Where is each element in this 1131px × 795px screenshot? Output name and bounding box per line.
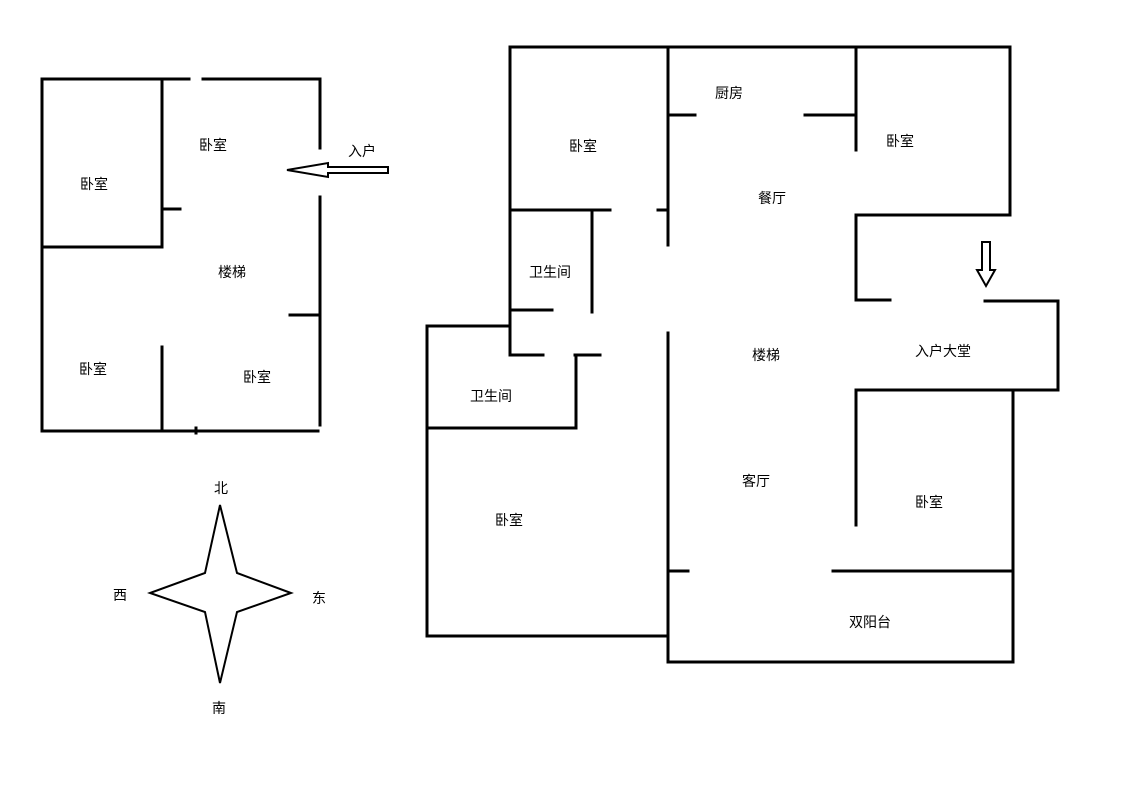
compass-south-label: 南: [212, 701, 226, 717]
compass-east-label: 东: [312, 591, 326, 607]
compass-star-icon: [147, 504, 294, 684]
room-label: 卫生间: [529, 265, 571, 281]
right-plan-walls: [425, 45, 1060, 664]
entrance-arrow-down-icon: [975, 241, 997, 289]
entrance-arrow-left-icon: [286, 161, 389, 179]
room-label: 厨房: [715, 86, 743, 102]
room-label: 卫生间: [470, 389, 512, 405]
left-plan-walls: [40, 77, 322, 435]
room-label: 卧室: [886, 134, 914, 150]
room-label: 客厅: [742, 474, 770, 490]
room-label: 楼梯: [218, 265, 246, 281]
compass-west-label: 西: [113, 588, 127, 604]
room-label: 卧室: [243, 370, 271, 386]
room-label: 卧室: [495, 513, 523, 529]
room-label: 餐厅: [758, 191, 786, 207]
room-label: 双阳台: [849, 615, 891, 631]
room-label: 入户大堂: [915, 344, 971, 360]
room-label: 卧室: [915, 495, 943, 511]
compass-north-label: 北: [214, 481, 228, 497]
room-label: 卧室: [199, 138, 227, 154]
room-label: 卧室: [79, 362, 107, 378]
entrance-label: 入户: [348, 144, 376, 160]
room-label: 卧室: [80, 177, 108, 193]
room-label: 卧室: [569, 139, 597, 155]
room-label: 楼梯: [752, 348, 780, 364]
